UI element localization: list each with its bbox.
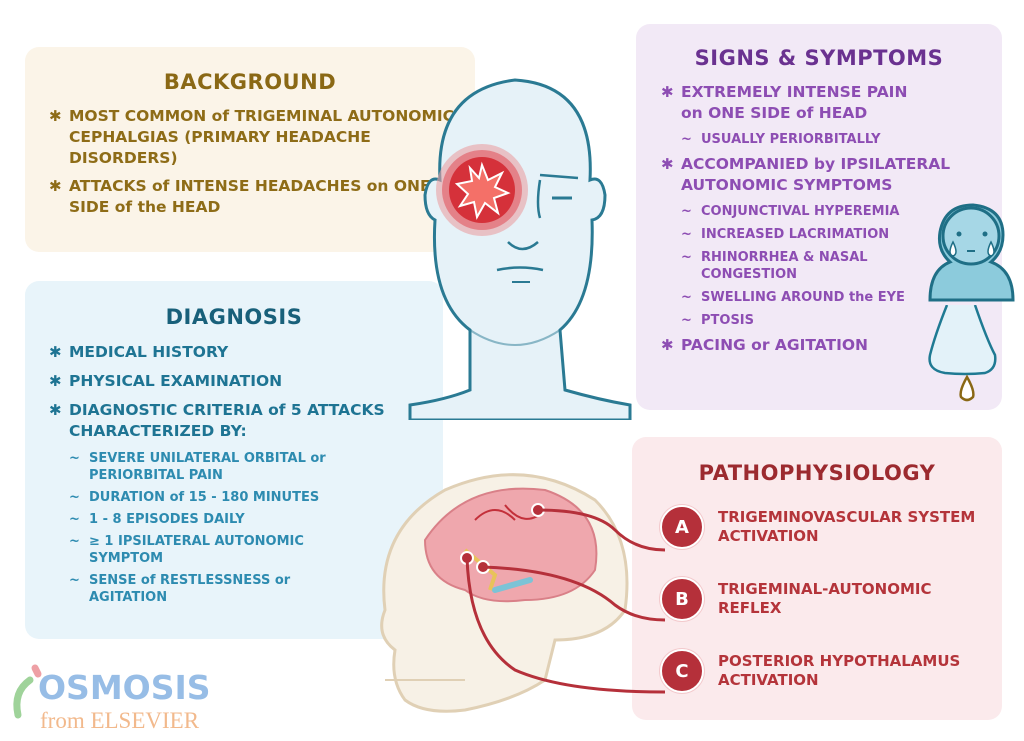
diagnosis-bullet: ✱ DIAGNOSTIC CRITERIA of 5 ATTACKS CHARAC… <box>49 400 443 442</box>
tilde-icon: ~ <box>69 451 80 466</box>
diagnosis-panel: DIAGNOSIS ✱ MEDICAL HISTORY ✱ PHYSICAL EXA… <box>25 281 443 639</box>
tilde-icon: ~ <box>681 204 692 219</box>
patho-title: PATHOPHYSIOLOGY <box>698 461 936 485</box>
tilde-icon: ~ <box>69 573 80 588</box>
asterisk-icon: ✱ <box>49 177 62 195</box>
crying-person-icon <box>928 203 1015 302</box>
bullet-text: ATTACKS of INTENSE HEADACHES on ONE SIDE… <box>69 177 431 216</box>
patho-item-a: A TRIGEMINOVASCULAR SYSTEM ACTIVATION <box>660 505 978 549</box>
patho-item-b: B TRIGEMINAL-AUTONOMIC REFLEX <box>660 577 978 621</box>
diagnosis-sub: ~ ≥ 1 IPSILATERAL AUTONOMIC SYMPTOM <box>49 533 443 567</box>
badge-a: A <box>660 505 704 549</box>
tilde-icon: ~ <box>69 534 80 549</box>
bullet-text: ACCOMPANIED by IPSILATERAL AUTONOMIC SYM… <box>681 155 951 194</box>
diagnosis-sub: ~1 - 8 EPISODES DAILY <box>49 511 443 528</box>
tilde-icon: ~ <box>681 227 692 242</box>
signs-sub: ~ USUALLY PERIORBITALLY <box>661 131 988 148</box>
signs-sub: ~ PTOSIS <box>661 312 988 329</box>
bullet-text: EXTREMELY INTENSE PAIN on ONE SIDE of HE… <box>681 83 908 122</box>
asterisk-icon: ✱ <box>661 336 674 354</box>
logo-arc-icon <box>13 664 42 719</box>
bullet-text: PACING or AGITATION <box>681 336 868 354</box>
tilde-icon: ~ <box>69 490 80 505</box>
sub-text: INCREASED LACRIMATION <box>701 227 890 242</box>
diagnosis-title: DIAGNOSIS <box>165 305 303 329</box>
sub-text: CONJUNCTIVAL HYPEREMIA <box>701 204 900 219</box>
bullet-text: MOST COMMON of TRIGEMINAL AUTONOMIC CEPH… <box>69 107 455 167</box>
skull-brain-illustration <box>380 473 665 713</box>
tilde-icon: ~ <box>69 512 80 527</box>
signs-list: ✱ EXTREMELY INTENSE PAIN on ONE SIDE of H… <box>636 82 1002 356</box>
badge-b: B <box>660 577 704 621</box>
tilde-icon: ~ <box>681 250 692 265</box>
diagnosis-bullet: ✱ PHYSICAL EXAMINATION <box>49 371 443 392</box>
signs-title: SIGNS & SYMPTOMS <box>694 46 944 70</box>
asterisk-icon: ✱ <box>49 372 62 390</box>
signs-sub: ~ SWELLING AROUND the EYE <box>661 289 988 306</box>
signs-sub: ~ RHINORRHEA & NASAL CONGESTION <box>661 249 988 283</box>
tilde-icon: ~ <box>681 313 692 328</box>
asterisk-icon: ✱ <box>49 401 62 419</box>
patho-item-text: TRIGEMINAL-AUTONOMIC REFLEX <box>718 580 932 617</box>
signs-bullet: ✱ EXTREMELY INTENSE PAIN on ONE SIDE of H… <box>661 82 988 124</box>
tilde-icon: ~ <box>681 290 692 305</box>
signs-sub: ~ INCREASED LACRIMATION <box>661 226 988 243</box>
head-illustration <box>408 78 632 420</box>
signs-bullet: ✱ ACCOMPANIED by IPSILATERAL AUTONOMIC SY… <box>661 154 988 196</box>
bullet-text: MEDICAL HISTORY <box>69 343 229 361</box>
diagnosis-bullet: ✱ MEDICAL HISTORY <box>49 342 443 363</box>
sub-text: PTOSIS <box>701 313 755 328</box>
diagnosis-sub: ~ DURATION of 15 - 180 MINUTES <box>49 489 443 506</box>
bullet-text: DIAGNOSTIC CRITERIA of 5 ATTACKS CHARACT… <box>69 401 385 440</box>
diagnosis-list: ✱ MEDICAL HISTORY ✱ PHYSICAL EXAMINATION ✱… <box>25 342 443 606</box>
asterisk-icon: ✱ <box>49 343 62 361</box>
runny-nose-icon <box>928 305 997 402</box>
sub-text: USUALLY PERIORBITALLY <box>701 132 881 147</box>
pain-burst-icon <box>454 161 511 220</box>
osmosis-logo: OSMOSIS from ELSEVIER <box>8 660 211 738</box>
badge-c: C <box>660 649 704 693</box>
asterisk-icon: ✱ <box>49 107 62 125</box>
sub-text: RHINORRHEA & NASAL CONGESTION <box>701 250 868 282</box>
sub-text: SWELLING AROUND the EYE <box>701 290 905 305</box>
asterisk-icon: ✱ <box>661 155 674 173</box>
background-bullet: ✱ ATTACKS of INTENSE HEADACHES on ONE SID… <box>49 176 455 218</box>
background-bullet: ✱ MOST COMMON of TRIGEMINAL AUTONOMIC CEP… <box>49 106 455 169</box>
background-panel: BACKGROUND ✱ MOST COMMON of TRIGEMINAL AU… <box>25 47 475 252</box>
asterisk-icon: ✱ <box>661 83 674 101</box>
pathophysiology-panel: PATHOPHYSIOLOGY A TRIGEMINOVASCULAR SYST… <box>632 437 1002 720</box>
logo-tagline: from ELSEVIER <box>40 708 200 733</box>
diagnosis-sub: ~ SENSE of RESTLESSNESS or AGITATION <box>49 572 443 606</box>
sub-text: ≥ 1 IPSILATERAL AUTONOMIC SYMPTOM <box>89 534 304 566</box>
diagnosis-sub: ~ SEVERE UNILATERAL ORBITAL or PERIORBITA… <box>49 450 443 484</box>
bullet-text: PHYSICAL EXAMINATION <box>69 372 283 390</box>
signs-bullet: ✱ PACING or AGITATION <box>661 335 988 356</box>
logo-name: OSMOSIS <box>38 668 211 707</box>
background-title: BACKGROUND <box>163 70 337 94</box>
signs-sub: ~ CONJUNCTIVAL HYPEREMIA <box>661 203 988 220</box>
background-list: ✱ MOST COMMON of TRIGEMINAL AUTONOMIC CEP… <box>25 106 475 218</box>
sub-text: SEVERE UNILATERAL ORBITAL or PERIORBITAL… <box>89 451 326 483</box>
patho-item-text: TRIGEMINOVASCULAR SYSTEM ACTIVATION <box>718 508 976 545</box>
sub-text: SENSE of RESTLESSNESS or AGITATION <box>89 573 291 605</box>
patho-item-c: C POSTERIOR HYPOTHALAMUS ACTIVATION <box>660 649 978 693</box>
patho-item-text: POSTERIOR HYPOTHALAMUS ACTIVATION <box>718 652 961 689</box>
tilde-icon: ~ <box>681 132 692 147</box>
sub-text: 1 - 8 EPISODES DAILY <box>89 512 245 527</box>
sub-text: DURATION of 15 - 180 MINUTES <box>89 490 320 505</box>
